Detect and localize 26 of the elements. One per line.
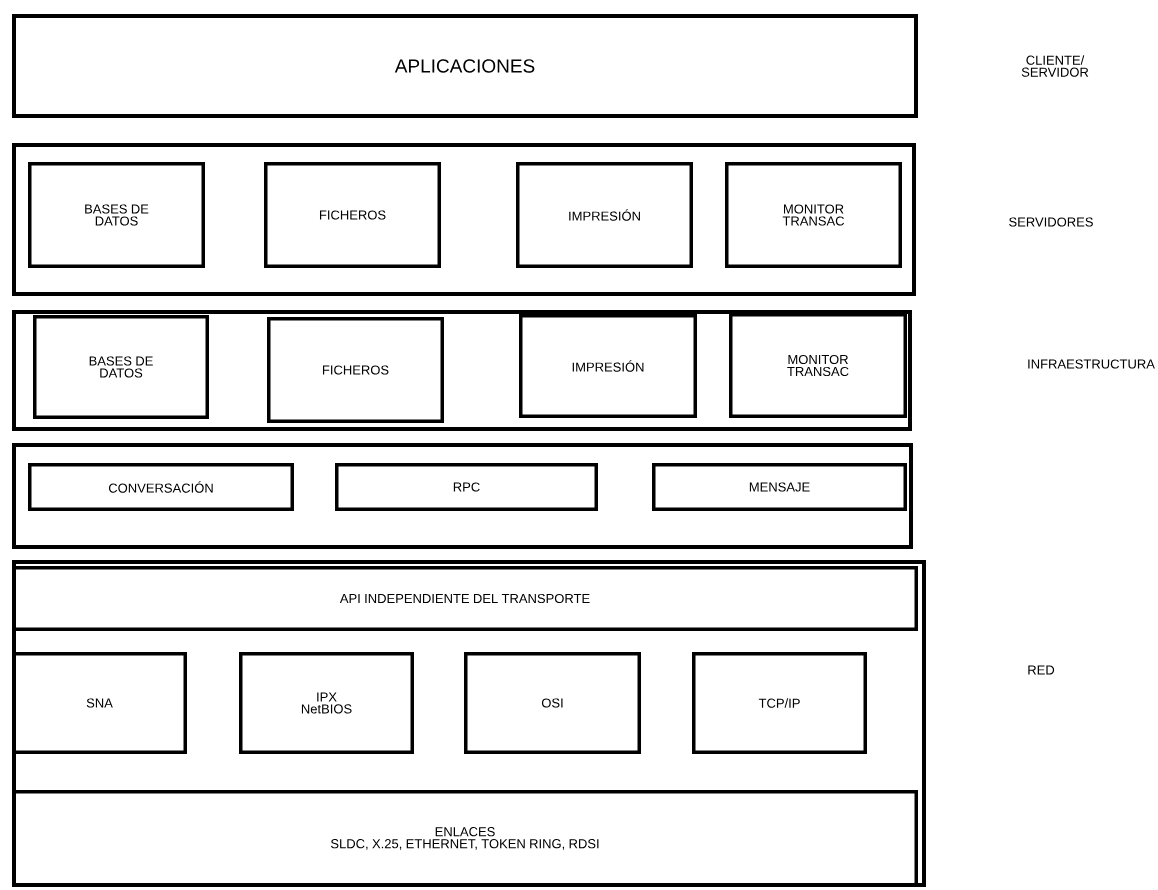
component-box: MONITOR TRANSAC <box>725 162 902 268</box>
component-box: BASES DE DATOS <box>33 315 209 419</box>
api-box: API INDEPENDIENTE DEL TRANSPORTE <box>12 566 918 631</box>
layer-label: INFRAESTRUCTURA <box>1028 359 1155 369</box>
component-box: CONVERSACIÓN <box>28 463 294 511</box>
component-box: MENSAJE <box>652 463 907 511</box>
protocol-box: TCP/IP <box>692 652 867 754</box>
layer-box <box>12 310 912 431</box>
protocol-box: IPX NetBIOS <box>239 652 414 754</box>
component-box: RPC <box>335 463 598 511</box>
layer-box: APLICACIONES <box>12 14 918 118</box>
layer-box <box>12 443 913 549</box>
layer-label: SERVIDORES <box>1009 217 1093 227</box>
link-layer-box: ENLACES SLDC, X.25, ETHERNET, TOKEN RING, RDSI <box>12 790 918 887</box>
component-box: FICHEROS <box>264 162 441 268</box>
layer-label: RED <box>1028 665 1055 675</box>
layer-box <box>12 560 926 887</box>
protocol-box: OSI <box>464 652 641 754</box>
component-box: IMPRESIÓN <box>516 162 693 268</box>
layer-label: CLIENTE/ SERVIDOR <box>1021 55 1089 77</box>
component-box: BASES DE DATOS <box>28 162 205 268</box>
component-box: FICHEROS <box>267 317 444 423</box>
component-box: MONITOR TRANSAC <box>729 313 907 418</box>
protocol-box: SNA <box>12 652 187 754</box>
component-box: IMPRESIÓN <box>519 314 697 418</box>
layer-box <box>12 143 916 296</box>
